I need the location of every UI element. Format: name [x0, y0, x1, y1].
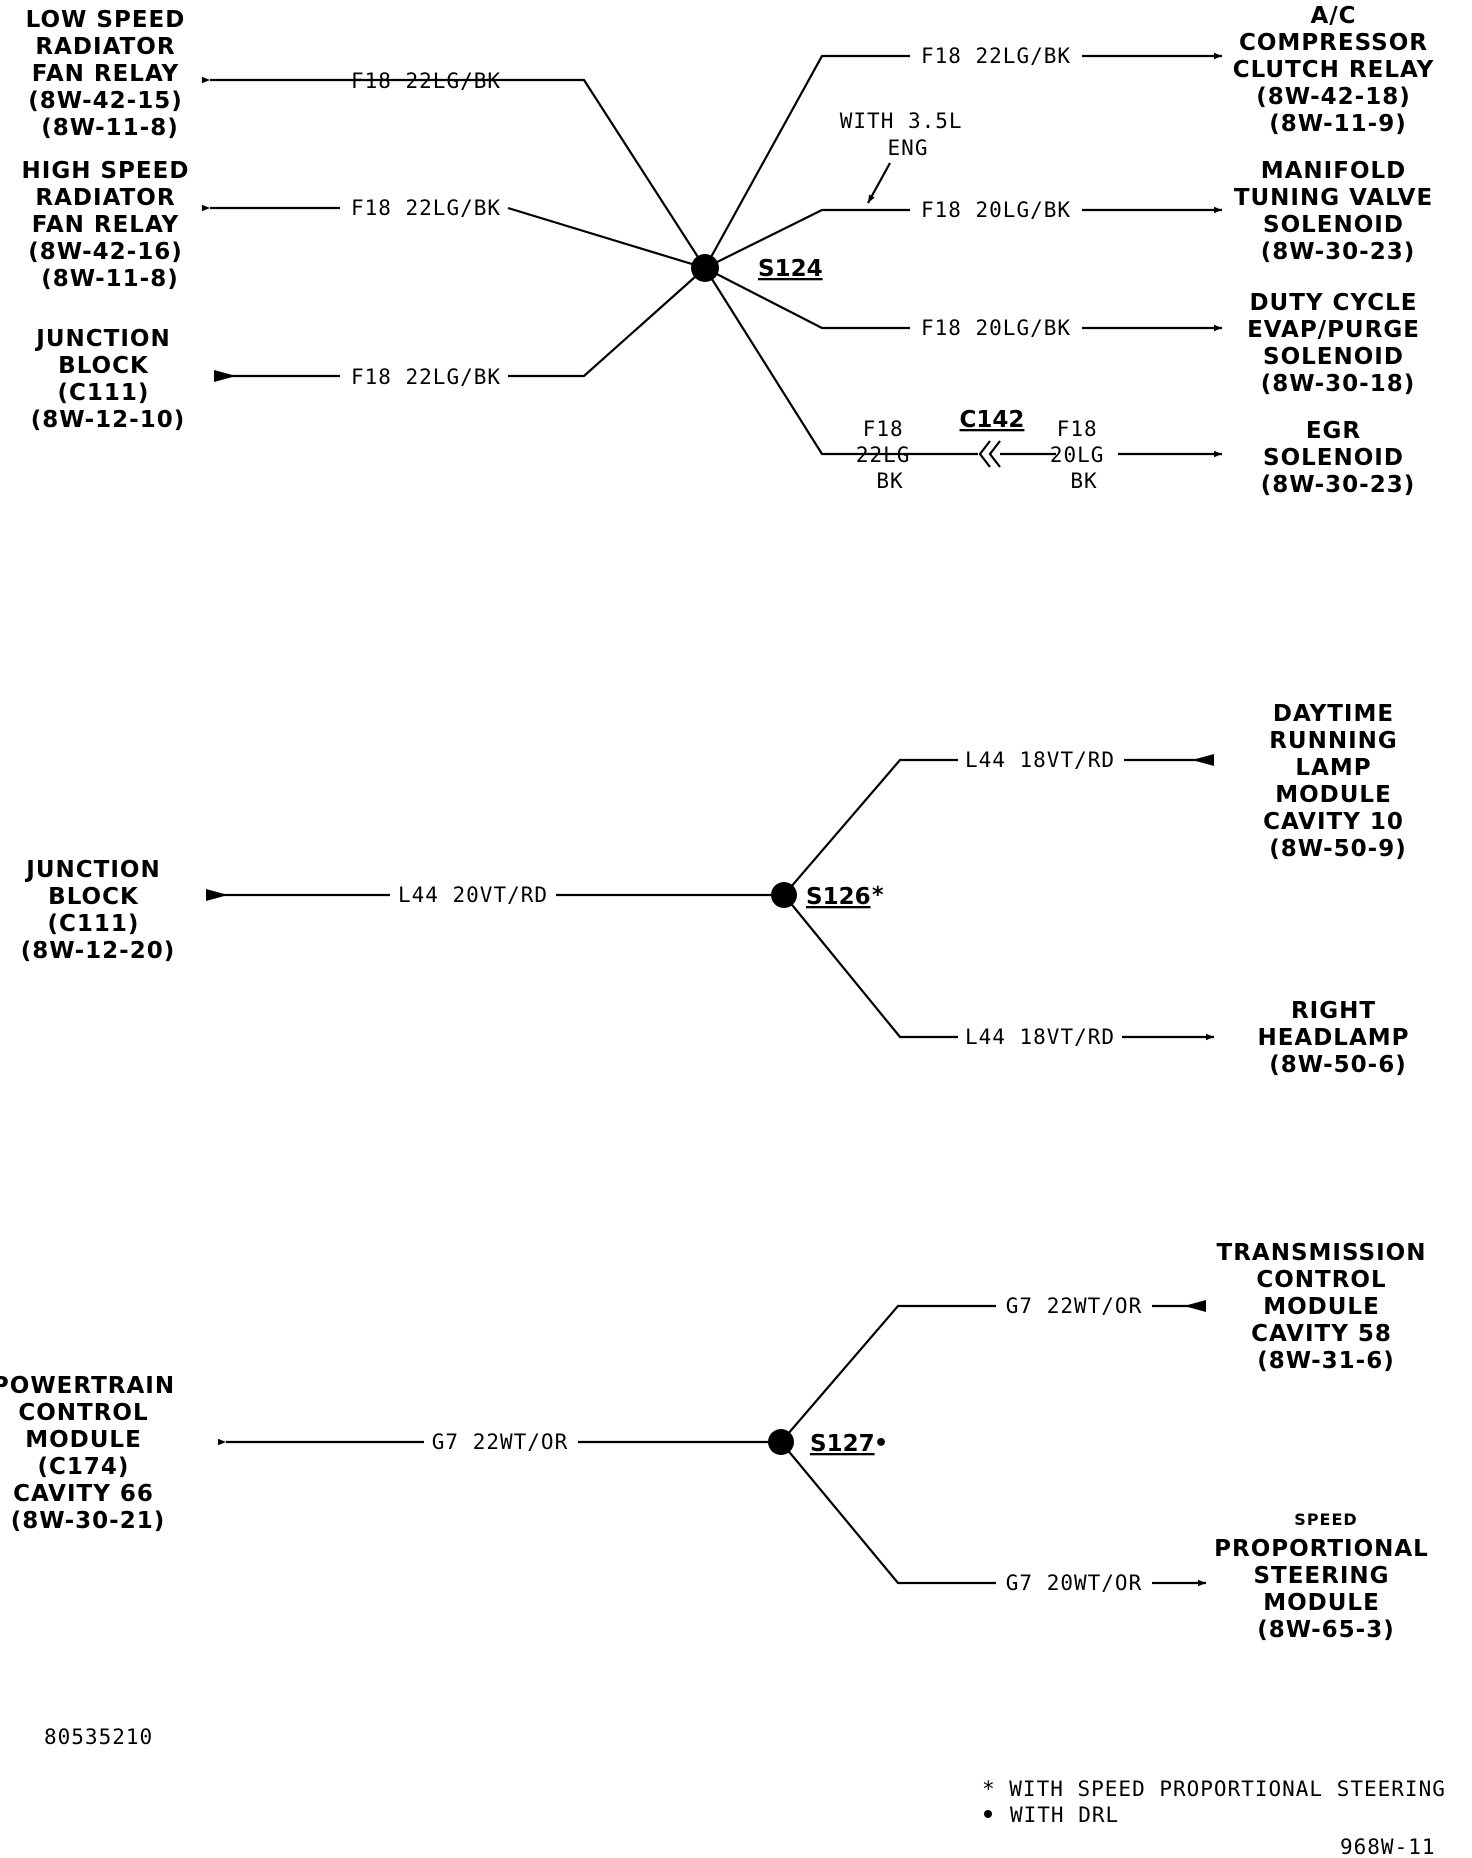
component-junction-block-c111-drl: JUNCTION BLOCK (C111) (8W-12-20)	[21, 857, 175, 964]
component-speed-proportional-steering-module: PROPORTIONAL STEERING MODULE (8W-65-3)	[1214, 1536, 1438, 1643]
footnote-dot: WITH DRL	[1010, 1803, 1119, 1827]
splice-dot-s127	[768, 1429, 794, 1455]
component-sps-speed-label: SPEED	[1294, 1510, 1357, 1529]
eng-note: WITH 3.5L ENG	[840, 109, 976, 160]
wire-line	[783, 894, 958, 1039]
splice-group-s126: S126 * L44 20VT/RD L44 18VT/RD L44 18VT/…	[21, 701, 1418, 1078]
wire-label: F18 22LG/BK	[351, 196, 501, 220]
component-egr-solenoid: EGR SOLENOID (8W-30-23)	[1261, 418, 1415, 498]
component-manifold-tuning-valve: MANIFOLD TUNING VALVE SOLENOID (8W-30-23…	[1234, 158, 1442, 265]
wire-line	[783, 758, 958, 896]
component-transmission-control-module: TRANSMISSION CONTROL MODULE CAVITY 58 (8…	[1217, 1240, 1436, 1374]
splice-label-s126: S126	[806, 884, 871, 910]
splice-label-s124: S124	[758, 256, 823, 282]
wire-label: G7 22WT/OR	[1006, 1294, 1142, 1318]
component-ac-compressor-clutch-relay: A/C COMPRESSOR CLUTCH RELAY (8W-42-18) (…	[1233, 3, 1444, 137]
footnote-star: * WITH SPEED PROPORTIONAL STEERING	[982, 1777, 1446, 1801]
wire-line	[704, 54, 910, 269]
wire-line	[780, 1304, 996, 1443]
wire-label-egr-right: F18 20LG BK	[1050, 417, 1118, 493]
wire-label: L44 18VT/RD	[965, 748, 1115, 772]
splice-label-s127: S127	[810, 1431, 875, 1457]
wire-line	[704, 267, 940, 456]
splice-dot-s124	[691, 254, 719, 282]
component-junction-block-c111: JUNCTION BLOCK (C111) (8W-12-10)	[31, 326, 185, 433]
arrow-left-icon	[1184, 1300, 1206, 1312]
figure-id: 968W-11	[1340, 1835, 1436, 1858]
part-number: 80535210	[44, 1725, 153, 1749]
arrow-right-icon	[214, 370, 236, 382]
wire-line	[704, 208, 910, 269]
wire-line	[508, 267, 706, 378]
wire-line	[507, 206, 706, 270]
footnote-dot-icon	[984, 1810, 992, 1818]
component-powertrain-control-module: POWERTRAIN CONTROL MODULE (C174) CAVITY …	[0, 1373, 184, 1534]
wire-line	[704, 267, 910, 330]
wire-label: G7 20WT/OR	[1006, 1571, 1142, 1595]
component-evap-purge-solenoid: DUTY CYCLE EVAP/PURGE SOLENOID (8W-30-18…	[1247, 290, 1429, 397]
arrow-left-icon	[1192, 754, 1214, 766]
splice-dot-s126	[771, 882, 797, 908]
component-drl-module: DAYTIME RUNNING LAMP MODULE CAVITY 10 (8…	[1263, 701, 1413, 862]
connector-label-c142: C142	[960, 407, 1025, 433]
wire-line	[780, 1441, 996, 1585]
component-low-speed-fan-relay: LOW SPEED RADIATOR FAN RELAY (8W-42-15) …	[26, 7, 195, 141]
arrow-right-icon	[206, 889, 228, 901]
wire-label: F18 20LG/BK	[921, 198, 1071, 222]
wire-line	[510, 78, 706, 269]
wire-label: F18 22LG/BK	[351, 365, 501, 389]
component-right-headlamp: RIGHT HEADLAMP (8W-50-6)	[1257, 998, 1418, 1078]
wire-label: F18 22LG/BK	[351, 69, 501, 93]
wire-label: L44 18VT/RD	[965, 1025, 1115, 1049]
component-high-speed-fan-relay: HIGH SPEED RADIATOR FAN RELAY (8W-42-16)…	[22, 158, 199, 292]
eng-note-arrow	[867, 162, 891, 204]
splice-group-s127: S127 • G7 22WT/OR G7 22WT/OR G7 20WT/OR …	[0, 1240, 1438, 1643]
wire-label-egr-left: F18 22LG BK	[856, 417, 924, 493]
splice-group-s124: S124 F18 22LG/BK F18 22LG/BK F18 22LG/BK…	[22, 3, 1444, 498]
wire-label: L44 20VT/RD	[398, 883, 548, 907]
connector-c142-icon	[978, 440, 1001, 468]
wire-label: G7 22WT/OR	[432, 1430, 568, 1454]
footer: 80535210 * WITH SPEED PROPORTIONAL STEER…	[44, 1725, 1446, 1858]
splice-mark-s127: •	[874, 1431, 888, 1456]
splice-mark-s126: *	[872, 883, 884, 908]
wire-label: F18 22LG/BK	[921, 44, 1071, 68]
wire-label: F18 20LG/BK	[921, 316, 1071, 340]
